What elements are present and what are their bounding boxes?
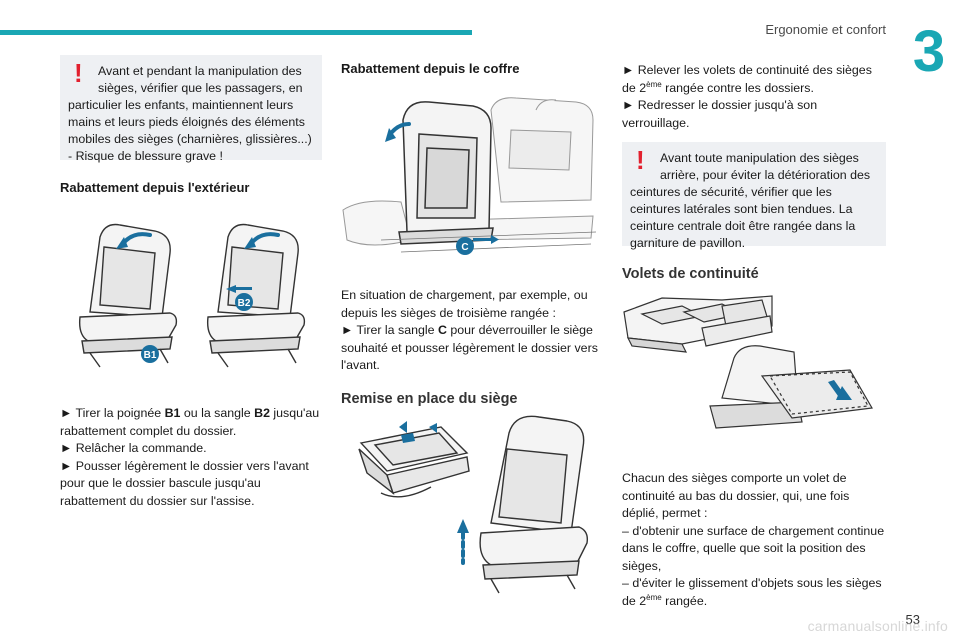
step-3: ► Pousser légèrement le dossier vers l'a… [60, 458, 309, 508]
warning-first-line: Avant toute manipulation des sièges arri… [660, 151, 871, 182]
section-heading: Rabattement depuis le coffre [341, 61, 520, 76]
instructions: En situation de chargement, par exemple,… [341, 287, 603, 375]
warning-text: ceintures de sécurité, vérifier que les … [630, 185, 856, 250]
list-item: – d'éviter le glissement d'objets sous l… [622, 576, 882, 608]
page-number: 53 [905, 612, 920, 627]
seat-folding-boot-illustration: C [342, 97, 597, 255]
warning-box: ! Avant toute manipulation des sièges ar… [622, 142, 886, 250]
continuity-flap-illustration [623, 295, 873, 429]
callout-b1: B1 [144, 350, 157, 361]
warning-box: ! Avant et pendant la manipulation des s… [60, 55, 322, 163]
section-heading: Remise en place du siège [341, 390, 518, 407]
header-accent-bar [0, 30, 472, 35]
warning-text: particulier les enfants, maintiennent le… [68, 98, 312, 163]
section-heading: Rabattement depuis l'extérieur [60, 180, 250, 195]
warning-first-line: Avant et pendant la manipulation des siè… [98, 64, 303, 95]
instructions: ► Tirer la poignée B1 ou la sangle B2 ju… [60, 405, 322, 510]
step-1: ► Tirer la poignée B1 ou la sangle B2 ju… [60, 406, 320, 438]
paragraph: Chacun des sièges comporte un volet de c… [622, 471, 850, 520]
list-item: – d'obtenir une surface de chargement co… [622, 523, 885, 573]
seat-folding-exterior-illustration: B1 B2 [78, 223, 306, 368]
step-1: ► Tirer la sangle C pour déverrouiller l… [341, 323, 598, 372]
chapter-number: 3 [912, 18, 946, 84]
callout-c: C [461, 242, 468, 253]
intro-text: En situation de chargement, par exemple,… [341, 288, 588, 320]
callout-b2: B2 [238, 298, 251, 309]
step-1: ► Relever les volets de continuité des s… [622, 63, 872, 95]
column-1: ! Avant et pendant la manipulation des s… [60, 55, 322, 510]
chapter-tab: 3 [898, 0, 960, 95]
watermark: carmanualsonline.info [807, 618, 948, 634]
exclamation-icon: ! [74, 58, 83, 88]
column-2: Rabattement depuis le coffre C En situat… [341, 61, 603, 598]
column-3: ► Relever les volets de continuité des s… [622, 62, 886, 610]
section-heading: Volets de continuité [622, 266, 759, 282]
step-2: ► Relâcher la commande. [60, 441, 207, 455]
section-title: Ergonomie et confort [765, 22, 886, 37]
exclamation-icon: ! [636, 145, 645, 175]
description: Chacun des sièges comporte un volet de c… [622, 470, 886, 610]
instructions: ► Relever les volets de continuité des s… [622, 62, 886, 132]
step-2: ► Redresser le dossier jusqu'à son verro… [622, 98, 818, 130]
seat-reposition-illustration [358, 415, 589, 593]
